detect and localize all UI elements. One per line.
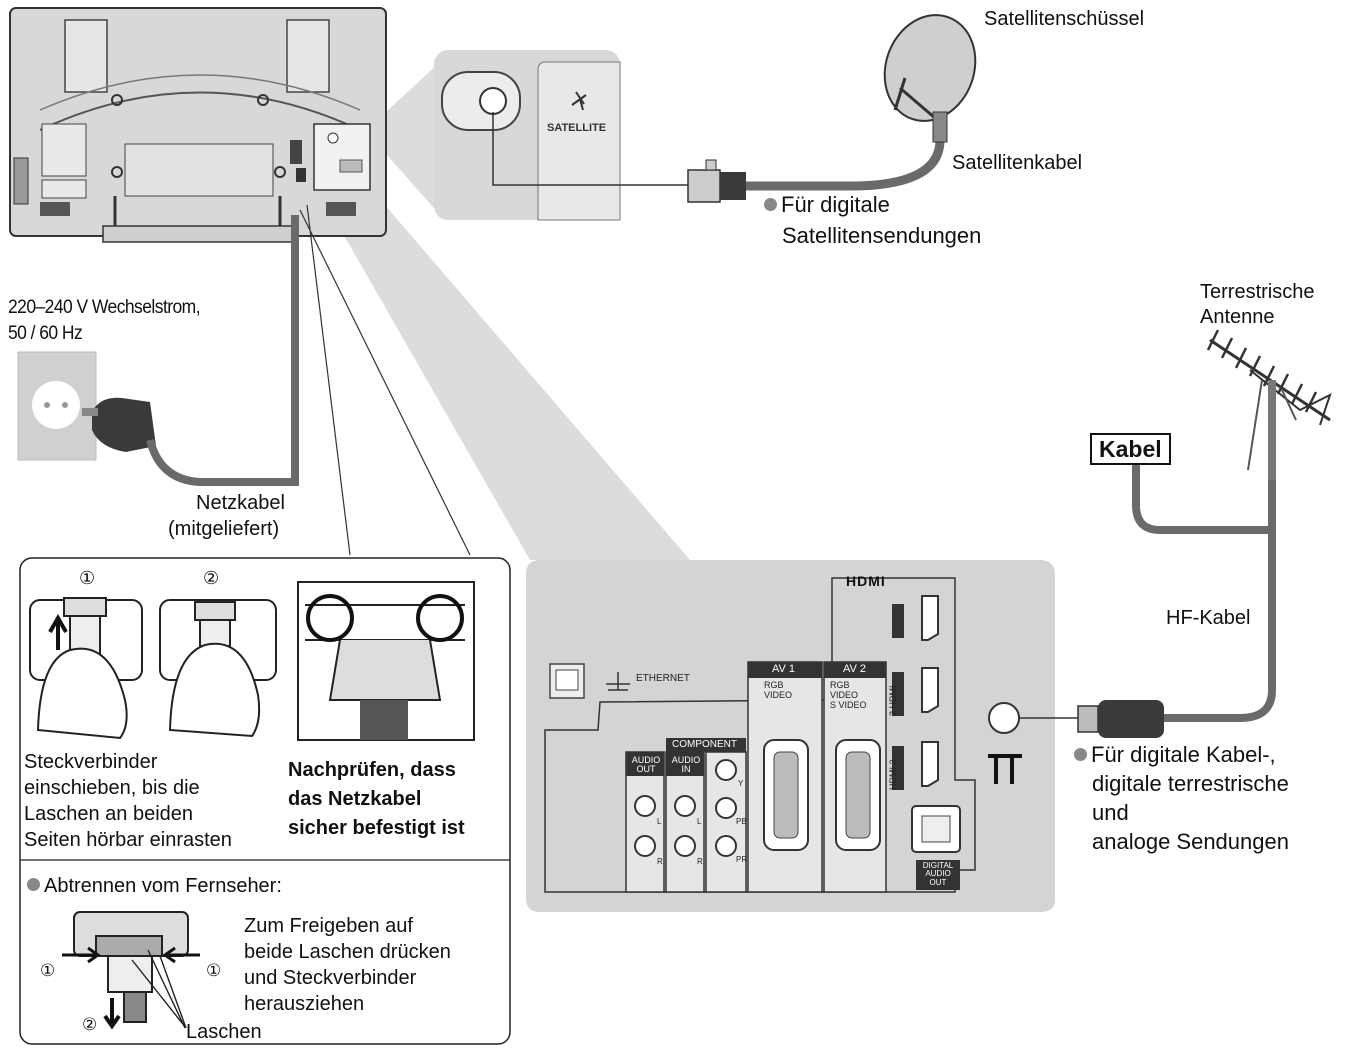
power-cord-label-line1: Netzkabel (196, 492, 285, 514)
audio-out-label: AUDIO OUT (631, 755, 661, 775)
av1-video-label: VIDEO (764, 690, 793, 700)
audio-out-l-label: L (657, 817, 662, 826)
terrestrial-label-line2: Antenne (1200, 306, 1275, 328)
rf-note-line3: und (1092, 800, 1129, 825)
satellite-coax-line (492, 112, 690, 186)
release-text-line1: Zum Freigeben auf (244, 915, 413, 937)
rf-note-line1: Für digitale Kabel-, (1074, 742, 1276, 767)
ethernet-label: ETHERNET (636, 673, 690, 684)
terrestrial-antenna-icon (1206, 329, 1332, 480)
bullet-icon (764, 198, 777, 211)
component-label: COMPONENT (672, 739, 737, 750)
release-marker-bottom: ② (82, 1015, 98, 1034)
satellite-dish-icon (883, 14, 977, 143)
hdmi-ports (892, 595, 939, 790)
insert-text-line3: Laschen an beiden (24, 803, 194, 825)
av1-scart (747, 661, 823, 893)
audio-out-r-label: R (657, 857, 663, 866)
audio-in-label: AUDIO IN (671, 755, 701, 775)
release-illustration (62, 911, 200, 1030)
satellite-port-icon (571, 91, 587, 111)
insert-step1-illustration (29, 597, 143, 740)
satellite-port-label: SATELLITE (547, 122, 607, 134)
insert-text-line1: Steckverbinder (24, 751, 158, 773)
digital-audio-out-label: DIGITAL AUDIO OUT (922, 861, 954, 887)
av1-rgb-label: RGB (764, 680, 784, 690)
satellite-note-line1: Für digitale (764, 192, 890, 217)
av1-label: AV 1 (772, 663, 796, 675)
rf-plug (1077, 700, 1164, 738)
cable-box-label: Kabel (1090, 433, 1171, 466)
component-pr-label: PR (736, 855, 748, 864)
satellite-input-port (479, 87, 507, 115)
wall-socket-icon (17, 351, 97, 461)
f-connector-plug (687, 159, 746, 203)
av2-scart (823, 661, 887, 893)
av2-rgb-label: RGB (830, 680, 850, 690)
av2-svideo-label: S VIDEO (830, 700, 867, 710)
mains-label-line1: 220–240 V Wechselstrom, (8, 297, 201, 318)
rf-input-port (988, 702, 1020, 734)
satellite-cable-label: Satellitenkabel (952, 152, 1083, 174)
panel-zoom-cone (318, 190, 690, 560)
check-text-line2: das Netzkabel (288, 788, 422, 810)
bullet-icon (27, 878, 40, 891)
audio-in-l-label: L (697, 817, 702, 826)
rf-cable-label: HF-Kabel (1166, 607, 1251, 629)
secured-connector-illustration (297, 581, 475, 741)
antenna-terminal-icon (988, 754, 1022, 784)
audio-in-r-label: R (697, 857, 703, 866)
bullet-icon (1074, 748, 1087, 761)
satellite-note-line2: Satellitensendungen (782, 223, 982, 248)
release-marker-left: ① (40, 961, 56, 980)
optical-audio-port (911, 805, 961, 890)
power-cord-label-line2: (mitgeliefert) (168, 518, 280, 540)
release-marker-right: ① (206, 961, 222, 980)
detach-title: Abtrennen vom Fernseher: (27, 875, 282, 898)
satellite-zoom-cone (372, 62, 440, 215)
insert-step2-illustration (159, 599, 277, 738)
tabs-label: Laschen (186, 1021, 262, 1043)
audio-component-jacks (625, 738, 747, 893)
power-cord (146, 215, 299, 486)
tv-rear-view (9, 7, 387, 243)
av2-label: AV 2 (843, 663, 867, 675)
mains-label-line2: 50 / 60 Hz (8, 323, 83, 344)
hdmi3-label: HDMI 3 (888, 759, 898, 790)
step1-marker: ① (79, 568, 96, 588)
hdmi2-label: 2 HDMI (888, 685, 898, 716)
insert-text-line4: Seiten hörbar einrasten (24, 829, 232, 851)
release-text-line2: beide Laschen drücken (244, 941, 451, 963)
rf-cable (1164, 480, 1276, 722)
hdmi-logo: HDMI (846, 573, 886, 589)
cable-tv-feed (1132, 462, 1272, 534)
release-text-line3: und Steckverbinder (244, 967, 417, 989)
release-text-line4: herausziehen (244, 993, 365, 1015)
component-pb-label: PB (736, 817, 747, 826)
terrestrial-label-line1: Terrestrische (1200, 281, 1315, 303)
ethernet-port (549, 663, 585, 699)
insert-text-line2: einschieben, bis die (24, 777, 200, 799)
av2-video-label: VIDEO (830, 690, 859, 700)
satellite-dish-label: Satellitenschüssel (984, 8, 1145, 30)
rf-note-line2: digitale terrestrische (1092, 771, 1289, 796)
check-text-line1: Nachprüfen, dass (288, 759, 456, 781)
satellite-cable (746, 139, 945, 191)
rf-note-line4: analoge Sendungen (1092, 829, 1289, 854)
mains-plug-icon (82, 397, 156, 452)
ethernet-icon (606, 672, 630, 691)
component-y-label: Y (738, 779, 744, 788)
step2-marker: ② (203, 568, 220, 588)
check-text-line3: sicher befestigt ist (288, 817, 465, 839)
